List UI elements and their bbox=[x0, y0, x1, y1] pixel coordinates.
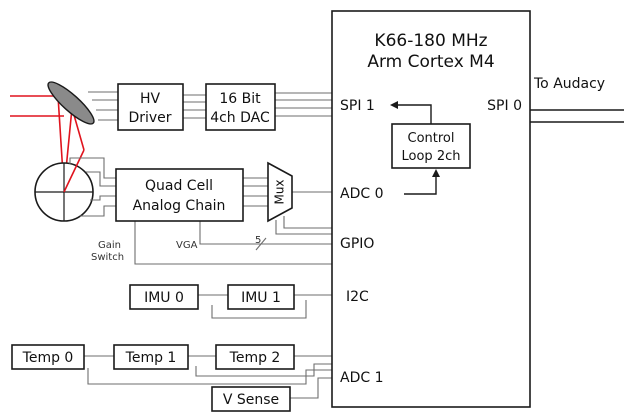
hv-driver-block bbox=[117, 83, 184, 131]
dac-line1: 16 Bit bbox=[219, 91, 261, 107]
mux-block bbox=[267, 161, 293, 223]
quad-cell-line1: Quad Cell bbox=[145, 178, 213, 194]
vsense-label: V Sense bbox=[223, 392, 279, 408]
arrow-loop-to-spi1 bbox=[396, 104, 432, 124]
wires-hv-dac bbox=[183, 94, 206, 119]
port-adc1: ADC 1 bbox=[340, 370, 384, 386]
vga-label: VGA bbox=[176, 240, 198, 251]
hv-driver-line1: HV bbox=[140, 91, 161, 107]
imu0-block bbox=[129, 284, 199, 310]
gain-switch-label-line2: Switch bbox=[91, 252, 124, 263]
bus-slash bbox=[255, 237, 267, 251]
imu1-label: IMU 1 bbox=[241, 290, 281, 306]
control-loop-line2: Loop 2ch bbox=[402, 149, 461, 164]
dac-line2: 4ch DAC bbox=[210, 110, 270, 126]
quad-cell-line2: Analog Chain bbox=[133, 198, 226, 214]
mux-label: Mux bbox=[273, 179, 287, 204]
wire-vga-bus bbox=[199, 221, 332, 245]
port-spi1: SPI 1 bbox=[340, 98, 375, 114]
wires-quadcell-mux bbox=[243, 177, 268, 207]
imu1-block bbox=[227, 284, 295, 310]
arrow-head-loop bbox=[432, 169, 440, 177]
wires-temp bbox=[84, 355, 332, 399]
control-loop-block bbox=[391, 123, 471, 169]
temp0-label: Temp 0 bbox=[22, 350, 74, 366]
wires-mux-select bbox=[275, 216, 332, 235]
dac-block bbox=[205, 83, 276, 131]
wire-gain-switch bbox=[134, 221, 332, 265]
gain-switch-label-line1: Gain bbox=[98, 240, 121, 251]
wires-mirror-hv bbox=[88, 91, 118, 121]
temp0-block bbox=[11, 344, 85, 370]
bus-width-label: 5 bbox=[255, 235, 261, 246]
mcu-block bbox=[331, 10, 531, 408]
temp1-block bbox=[113, 344, 189, 370]
mcu-title-line2: Arm Cortex M4 bbox=[367, 52, 494, 72]
port-adc0: ADC 0 bbox=[340, 186, 384, 202]
temp2-label: Temp 2 bbox=[229, 350, 281, 366]
steering-mirror-icon bbox=[47, 81, 95, 125]
wires-to-audacy bbox=[530, 109, 624, 123]
quad-cell-block bbox=[115, 168, 244, 222]
to-audacy-label: To Audacy bbox=[533, 76, 605, 92]
optics bbox=[10, 81, 95, 222]
arrow-adc0-to-loop bbox=[404, 176, 437, 195]
control-loop-line1: Control bbox=[408, 131, 455, 146]
hv-driver-line2: Driver bbox=[128, 110, 171, 126]
mcu-title-line1: K66-180 MHz bbox=[374, 31, 487, 51]
port-gpio: GPIO bbox=[340, 236, 374, 252]
port-spi0: SPI 0 bbox=[487, 98, 522, 114]
vsense-block bbox=[211, 386, 291, 412]
laser-beam-detector bbox=[63, 149, 85, 193]
arrow-head-spi1 bbox=[390, 101, 398, 109]
port-i2c: I2C bbox=[346, 289, 369, 305]
temp1-label: Temp 1 bbox=[125, 350, 177, 366]
wires-detector-quadcell bbox=[69, 157, 116, 217]
wires-imu bbox=[198, 294, 332, 319]
imu0-label: IMU 0 bbox=[144, 290, 184, 306]
temp2-block bbox=[215, 344, 295, 370]
wires-dac-spi1 bbox=[275, 92, 332, 117]
